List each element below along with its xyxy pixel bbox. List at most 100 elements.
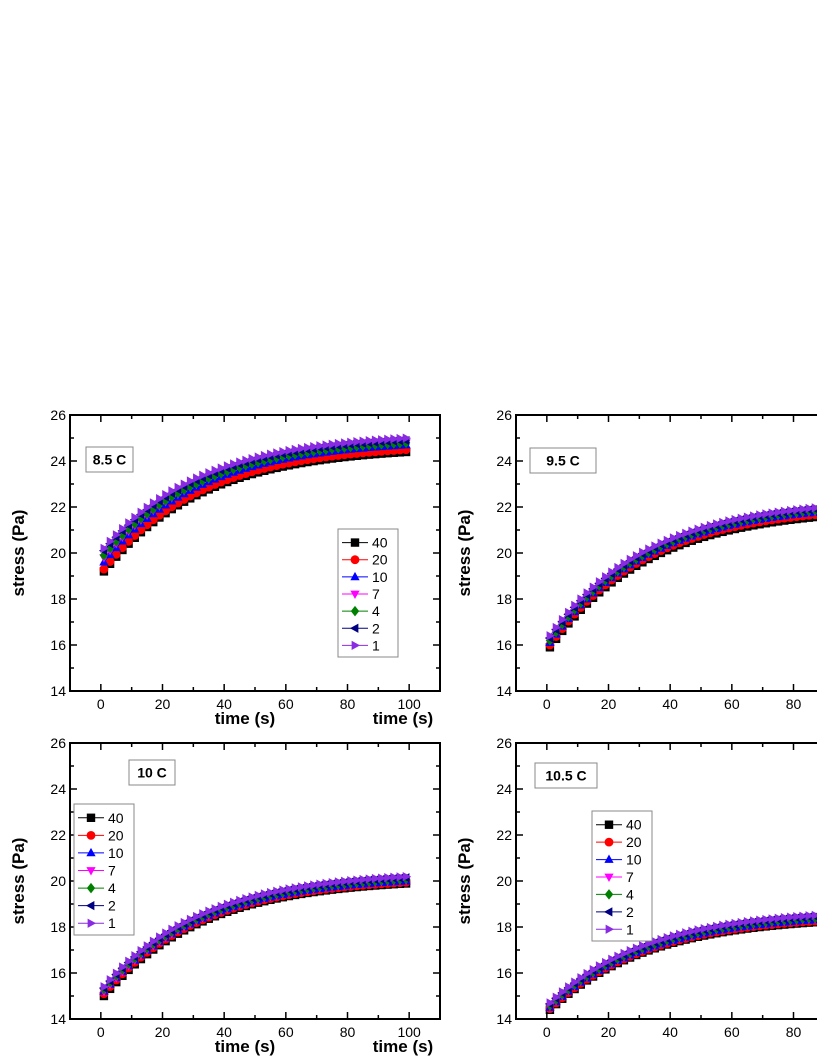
- y-tick-label: 18: [50, 591, 66, 607]
- x-tick-label: 0: [543, 1024, 551, 1040]
- data-point: [100, 565, 109, 574]
- x-tick-label: 80: [786, 696, 802, 712]
- x-tick-label: 60: [278, 696, 294, 712]
- y-tick-label: 22: [50, 499, 66, 515]
- x-tick-label: 0: [97, 1024, 105, 1040]
- series-40: [546, 510, 817, 652]
- x-tick-label: 80: [340, 696, 356, 712]
- series-7: [545, 505, 817, 645]
- x-tick-label: 40: [662, 696, 678, 712]
- y-tick-label: 18: [50, 919, 66, 935]
- legend-label: 10: [108, 845, 124, 861]
- y-axis-label: stress (Pa): [9, 510, 28, 597]
- series-20: [546, 915, 817, 1013]
- y-tick-label: 16: [496, 637, 512, 653]
- panel-label: 10 C: [129, 760, 175, 785]
- y-tick-label: 16: [496, 965, 512, 981]
- legend-label: 20: [108, 827, 124, 843]
- x-tick-label: 40: [662, 1024, 678, 1040]
- x-axis-label: time (s): [373, 709, 433, 728]
- plot-area: [545, 909, 817, 1014]
- series-2: [99, 873, 410, 992]
- x-tick-label: 0: [97, 696, 105, 712]
- legend-label: 7: [372, 586, 380, 602]
- plot-area: [99, 872, 411, 1000]
- legend-label: 40: [108, 810, 124, 826]
- y-tick-label: 16: [50, 965, 66, 981]
- legend-label: 40: [372, 535, 388, 551]
- y-axis-label: stress (Pa): [455, 510, 474, 597]
- x-tick-label: 20: [155, 1024, 171, 1040]
- y-tick-label: 18: [496, 591, 512, 607]
- legend-label: 1: [626, 921, 634, 937]
- legend-marker: [87, 814, 95, 822]
- legend-label: 10: [372, 569, 388, 585]
- legend-label: 1: [108, 915, 116, 931]
- legend-label: 4: [626, 886, 634, 902]
- series-line: [550, 507, 817, 640]
- y-tick-label: 14: [496, 1011, 512, 1027]
- x-tick-label: 80: [340, 1024, 356, 1040]
- y-tick-label: 24: [496, 453, 512, 469]
- legend-label: 1: [372, 637, 380, 653]
- y-tick-label: 20: [50, 545, 66, 561]
- legend-marker: [605, 821, 613, 829]
- legend-label: 7: [108, 863, 116, 879]
- y-tick-label: 20: [50, 873, 66, 889]
- panel-label-text: 10 C: [137, 765, 167, 781]
- legend-label: 2: [372, 620, 380, 636]
- y-tick-label: 20: [496, 545, 512, 561]
- x-tick-label: 0: [543, 696, 551, 712]
- panel-label-text: 9.5 C: [546, 453, 579, 469]
- y-tick-label: 22: [496, 827, 512, 843]
- series-line: [550, 508, 817, 640]
- x-tick-label: 20: [601, 1024, 617, 1040]
- legend-marker: [351, 555, 360, 564]
- x-axis-label: time (s): [373, 1037, 433, 1056]
- y-tick-label: 14: [50, 683, 66, 699]
- panel-label: 9.5 C: [530, 448, 596, 473]
- legend-label: 7: [626, 869, 634, 885]
- y-tick-label: 24: [50, 781, 66, 797]
- y-tick-label: 24: [496, 781, 512, 797]
- series-20: [546, 507, 817, 649]
- y-tick-label: 20: [496, 873, 512, 889]
- x-tick-label: 80: [786, 1024, 802, 1040]
- legend-label: 4: [372, 603, 380, 619]
- legend-label: 20: [372, 552, 388, 568]
- plot-area: [545, 500, 817, 651]
- panel-label-text: 10.5 C: [545, 768, 586, 784]
- x-tick-label: 60: [724, 1024, 740, 1040]
- panel-label: 10.5 C: [535, 763, 597, 788]
- y-tick-label: 22: [50, 827, 66, 843]
- legend-marker: [87, 831, 96, 840]
- legend-label: 20: [626, 834, 642, 850]
- legend-marker: [605, 838, 614, 847]
- x-axis-label: time (s): [215, 1037, 275, 1056]
- x-tick-label: 60: [278, 1024, 294, 1040]
- x-tick-label: 20: [155, 696, 171, 712]
- y-axis-label: stress (Pa): [9, 838, 28, 925]
- y-tick-label: 26: [496, 735, 512, 751]
- y-tick-label: 26: [50, 407, 66, 423]
- legend-label: 2: [626, 904, 634, 920]
- y-tick-label: 14: [50, 1011, 66, 1027]
- legend-label: 10: [626, 852, 642, 868]
- y-tick-label: 16: [50, 637, 66, 653]
- x-tick-label: 60: [724, 696, 740, 712]
- legend-label: 4: [108, 880, 116, 896]
- series-10: [545, 504, 817, 646]
- y-tick-label: 14: [496, 683, 512, 699]
- y-tick-label: 22: [496, 499, 512, 515]
- y-tick-label: 18: [496, 919, 512, 935]
- legend-label: 40: [626, 817, 642, 833]
- legend-marker: [351, 538, 359, 546]
- panel-label-text: 8.5 C: [93, 452, 126, 468]
